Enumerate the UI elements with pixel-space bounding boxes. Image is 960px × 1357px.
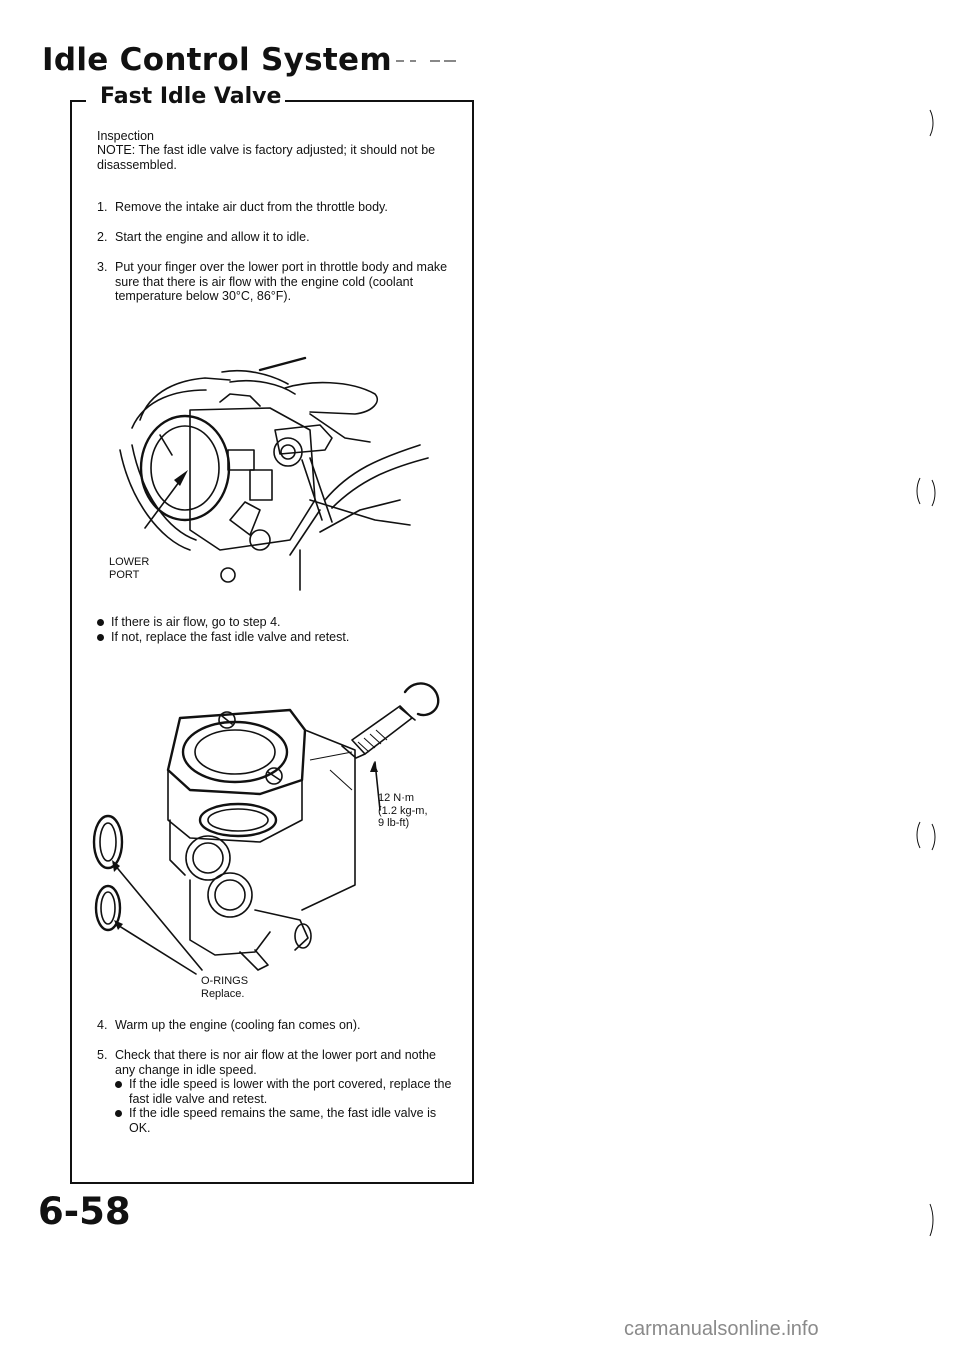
fast-idle-valve-illustration — [92, 682, 440, 975]
orings-label-title: O-RINGS — [201, 975, 249, 987]
step-text: Start the engine and allow it to idle. — [115, 230, 310, 244]
step-3-bullets: If there is air flow, go to step 4. If n… — [97, 615, 457, 644]
section-box — [70, 100, 474, 1184]
bullet-item: If not, replace the fast idle valve and … — [97, 630, 457, 645]
throttle-body-illustration — [119, 356, 429, 591]
orings-label-note: Replace. — [201, 987, 245, 1000]
step-text: Check that there is nor air flow at the … — [115, 1048, 437, 1077]
orings-label: O-RINGS Replace. — [201, 975, 248, 1000]
section-box-top-right — [270, 100, 472, 102]
torque-spec-label: 12 N·m (1.2 kg-m, 9 lb-ft) — [378, 792, 428, 830]
step-number: 3. — [97, 260, 108, 274]
page-title: Idle Control System — [42, 42, 392, 78]
inspection-heading: Inspection — [97, 129, 154, 143]
step-text: Remove the intake air duct from the thro… — [115, 200, 388, 214]
step-text: Put your finger over the lower port in t… — [115, 260, 448, 303]
torque-spec-line3: 9 lb-ft) — [378, 817, 410, 829]
title-dash-marks — [396, 60, 456, 62]
bullet-item: If the idle speed is lower with the port… — [115, 1077, 455, 1106]
bullet-item: If there is air flow, go to step 4. — [97, 615, 457, 630]
binder-hole-marks — [916, 109, 936, 1237]
step-number: 4. — [97, 1018, 108, 1032]
step-number: 2. — [97, 230, 108, 244]
section-box-top-left — [70, 100, 86, 102]
step-5-body: Check that there is nor air flow at the … — [115, 1048, 455, 1135]
torque-spec-line1: 12 N·m — [378, 792, 415, 804]
bullet-item: If the idle speed remains the same, the … — [115, 1106, 455, 1135]
step-number: 1. — [97, 200, 108, 214]
lower-port-label-line1: LOWER — [109, 556, 150, 568]
step-number: 5. — [97, 1048, 108, 1062]
inspection-note: NOTE: The fast idle valve is factory adj… — [97, 143, 436, 172]
step-text: Warm up the engine (cooling fan comes on… — [115, 1018, 361, 1032]
lower-port-label: LOWER PORT — [109, 556, 149, 581]
watermark: carmanualsonline.info — [624, 1318, 819, 1340]
page-number: 6-58 — [38, 1190, 131, 1233]
section-title: Fast Idle Valve — [96, 84, 286, 109]
lower-port-label-line2: PORT — [109, 568, 140, 581]
torque-spec-line2: (1.2 kg-m, — [378, 804, 428, 817]
